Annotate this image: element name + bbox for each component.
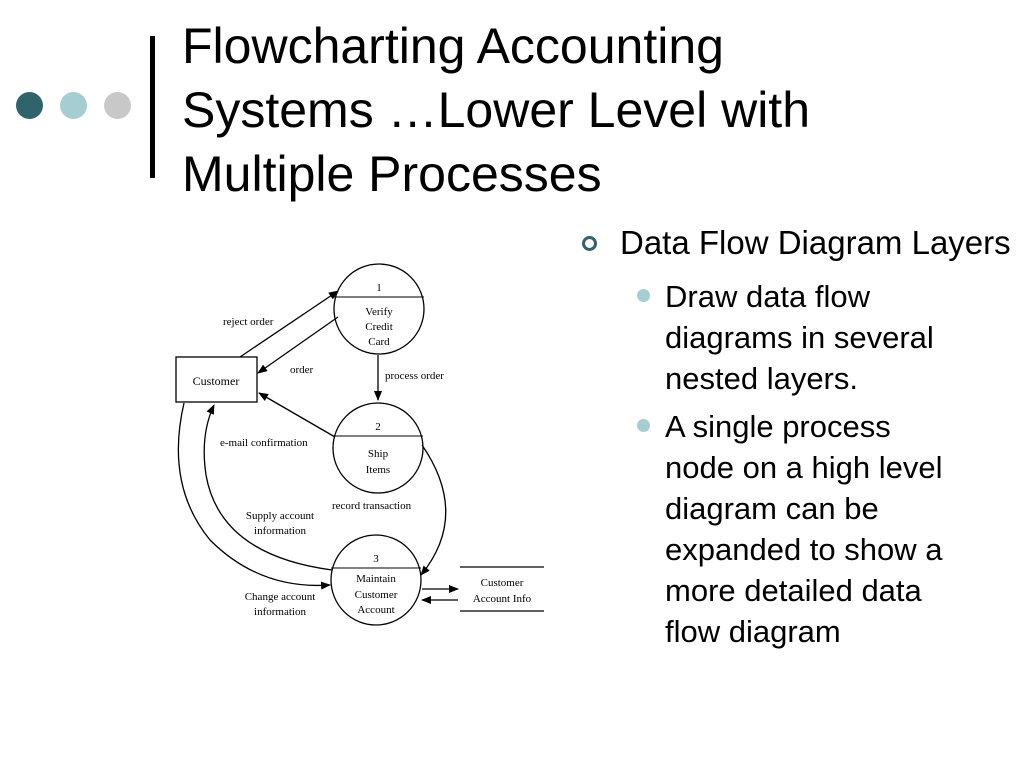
process-1-line-1: Verify — [365, 306, 393, 318]
process-1-number: 1 — [376, 282, 382, 294]
flow-order-arrow — [257, 316, 339, 374]
process-3-line-2: Customer — [355, 589, 398, 601]
data-flow-diagram: Customer 1 Verify Credit Card 2 Ship Ite… — [175, 263, 544, 626]
sub-bullet-1: Draw data flow diagrams in several neste… — [637, 276, 965, 399]
dot-bullet-icon — [637, 419, 650, 432]
ring-bullet-icon — [582, 236, 597, 251]
label-email-confirmation: e-mail confirmation — [220, 437, 308, 449]
bullet-level-1: Data Flow Diagram Layers — [582, 222, 1022, 264]
label-supply-account-1: Supply account — [246, 510, 314, 522]
dot-bullet-icon — [637, 289, 650, 302]
process-1-line-2: Credit — [365, 321, 393, 333]
process-1: 1 Verify Credit Card — [333, 263, 425, 355]
label-order: order — [290, 364, 314, 376]
flow-record-transaction-arrow — [420, 444, 447, 576]
process-1-line-3: Card — [368, 336, 390, 348]
process-3: 3 Maintain Customer Account — [330, 534, 422, 626]
dot-teal — [60, 92, 87, 119]
flow-supply-account-arrow — [203, 404, 333, 571]
sub-bullet-1-text: Draw data flow diagrams in several neste… — [665, 279, 934, 396]
label-change-account-2: information — [254, 606, 306, 618]
sub-bullet-list: Draw data flow diagrams in several neste… — [582, 276, 1022, 652]
bullet-list: Data Flow Diagram Layers Draw data flow … — [582, 222, 1022, 659]
flow-reject-order-arrow — [239, 290, 339, 358]
title-divider — [150, 36, 155, 178]
process-2: 2 Ship Items — [332, 402, 424, 494]
process-2-number: 2 — [375, 421, 381, 433]
entity-customer: Customer — [175, 356, 258, 403]
process-3-line-3: Account — [357, 604, 394, 616]
dot-dark — [16, 92, 43, 119]
label-record-transaction: record transaction — [332, 500, 412, 512]
label-process-order: process order — [385, 370, 444, 382]
flow-change-account-arrow — [177, 402, 331, 590]
datastore-line-2: Account Info — [473, 593, 532, 605]
bullet-level-1-text: Data Flow Diagram Layers — [620, 224, 1011, 261]
sub-bullet-2: A single process node on a high level di… — [637, 406, 965, 652]
slide-title: Flowcharting Accounting Systems …Lower L… — [182, 18, 811, 202]
label-supply-account-2: information — [254, 525, 306, 537]
process-3-line-1: Maintain — [356, 573, 396, 585]
dot-gray — [104, 92, 131, 119]
process-3-number: 3 — [373, 553, 379, 565]
process-2-line-2: Items — [366, 464, 390, 476]
entity-customer-label: Customer — [193, 374, 240, 388]
datastore-line-1: Customer — [481, 577, 524, 589]
label-reject-order: reject order — [223, 316, 274, 328]
flow-email-confirmation-arrow — [258, 392, 336, 438]
process-2-line-1: Ship — [368, 448, 389, 460]
label-change-account-1: Change account — [245, 591, 316, 603]
sub-bullet-2-text: A single process node on a high level di… — [665, 409, 943, 649]
datastore-customer-account-info: Customer Account Info — [460, 566, 544, 612]
